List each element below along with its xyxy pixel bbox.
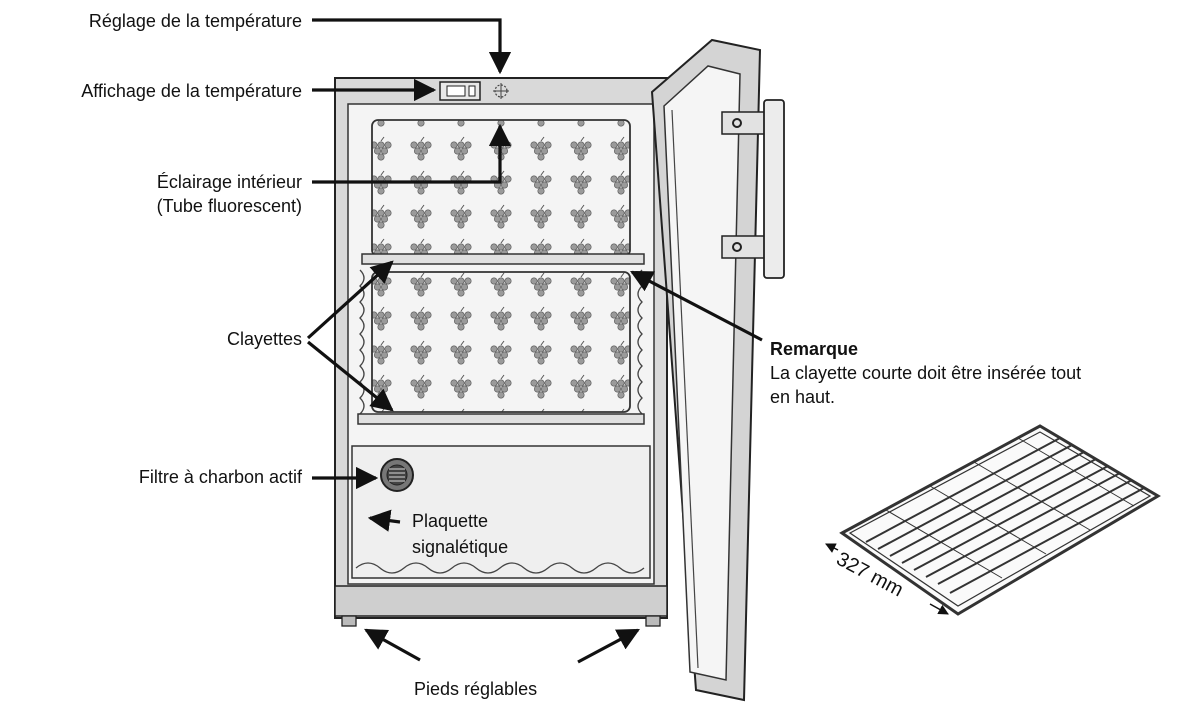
label-lighting-line1: Éclairage intérieur (156, 172, 302, 192)
label-plate-line1: Plaquette (412, 511, 489, 531)
label-temperature-display: Affichage de la température (81, 81, 302, 101)
note-line2: en haut. (770, 387, 836, 407)
label-temperature-setting: Réglage de la température (88, 11, 302, 31)
door-handle (721, 99, 785, 279)
label-plate-line2: signalétique (412, 537, 509, 557)
carbon-filter-icon (380, 458, 414, 492)
label-carbon-filter: Filtre à charbon actif (138, 467, 302, 487)
label-shelves: Clayettes (226, 329, 302, 349)
upper-rack (361, 119, 645, 265)
label-lighting-line2: (Tube fluorescent) (156, 196, 302, 216)
open-door (650, 38, 762, 702)
lower-rack (357, 271, 645, 425)
short-shelf-illustration (839, 424, 1161, 616)
adjustable-feet (341, 615, 661, 627)
label-adjustable-feet: Pieds réglables (414, 679, 538, 699)
note-title: Remarque (770, 339, 859, 359)
temperature-display (439, 81, 481, 101)
pointer-arrows (306, 18, 763, 664)
shelf-dimension-arrows (825, 543, 949, 615)
temperature-knob-icon (493, 83, 509, 99)
note-line1: La clayette courte doit être insérée tou… (770, 363, 1082, 383)
